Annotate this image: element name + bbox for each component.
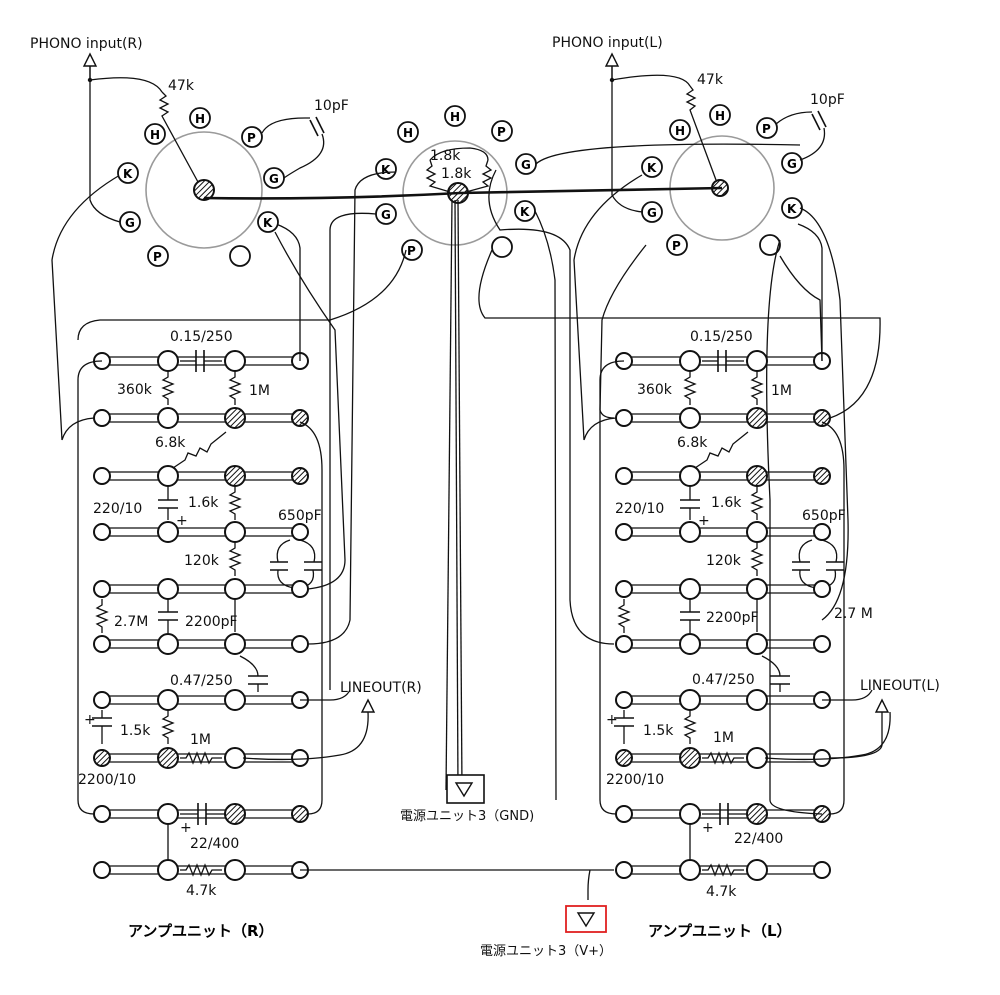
svg-text:G: G [521,158,531,172]
svg-text:K: K [381,163,391,177]
lineout-l-label: LINEOUT(L) [860,678,940,694]
svg-text:360k: 360k [117,382,153,398]
svg-text:650pF: 650pF [278,508,322,524]
svg-text:P: P [762,122,771,136]
labels: PHONO input(R) PHONO input(L) 47k 47k 10… [30,35,940,959]
svg-text:P: P [153,250,162,264]
svg-text:1M: 1M [771,383,792,399]
tube-socket-left [145,131,263,249]
svg-text:650pF: 650pF [802,508,846,524]
svg-text:H: H [715,109,725,123]
svg-text:K: K [520,205,530,219]
r-cathode-b-label: 1.8k [441,166,472,182]
svg-text:2200pF: 2200pF [185,614,238,630]
svg-text:G: G [381,208,391,222]
r-input-label-l: 47k [697,72,724,88]
svg-text:H: H [450,110,460,124]
svg-text:1M: 1M [249,383,270,399]
phono-input-r-terminal [82,52,98,83]
svg-text:K: K [647,161,657,175]
svg-text:6.8k: 6.8k [155,435,186,451]
svg-text:2200pF: 2200pF [706,610,759,626]
svg-text:120k: 120k [706,553,742,569]
heater-bus [203,186,723,200]
svg-text:1.5k: 1.5k [643,723,674,739]
amp-unit-r-title: アンプユニット（R） [128,922,274,940]
c-small-label-r: 10pF [314,98,349,114]
lineout-l-terminal [829,698,890,759]
svg-text:2.7 M: 2.7 M [834,606,873,622]
svg-text:1.6k: 1.6k [711,495,742,511]
svg-text:2200/10: 2200/10 [78,772,136,788]
svg-text:P: P [407,244,416,258]
svg-text:220/10: 220/10 [615,501,664,517]
svg-text:220/10: 220/10 [93,501,142,517]
lineout-r-terminal [360,698,376,713]
svg-text:1M: 1M [190,732,211,748]
svg-text:K: K [263,216,273,230]
svg-text:0.15/250: 0.15/250 [170,329,233,345]
phono-input-l-label: PHONO input(L) [552,35,663,51]
svg-text:H: H [403,126,413,140]
gnd-wire [457,199,463,791]
phono-input-l-terminal [604,52,620,83]
amp-unit-l-title: アンプユニット（L） [648,922,792,940]
svg-text:22/400: 22/400 [734,831,783,847]
svg-text:2.7M: 2.7M [114,614,148,630]
svg-text:G: G [269,172,279,186]
pins-left-socket: H H P G K G K P [117,107,285,267]
svg-text:G: G [647,206,657,220]
svg-text:360k: 360k [637,382,673,398]
interconnect-wiring [77,143,881,900]
pins-center-socket: H H P K G G K P [375,105,537,261]
lineout-r-label: LINEOUT(R) [340,680,422,696]
svg-text:2200/10: 2200/10 [606,772,664,788]
svg-text:P: P [247,131,256,145]
svg-text:P: P [672,239,681,253]
svg-text:4.7k: 4.7k [706,884,737,900]
svg-text:1M: 1M [713,730,734,746]
svg-text:6.8k: 6.8k [677,435,708,451]
vplus-label: 電源ユニット3（V+） [480,944,612,959]
gnd-label: 電源ユニット3（GND) [400,809,534,824]
svg-text:0.47/250: 0.47/250 [170,673,233,689]
svg-text:H: H [675,124,685,138]
gnd-terminal [446,774,485,804]
pins-right-socket: H H P K G G K P [641,104,803,256]
svg-text:22/400: 22/400 [190,836,239,852]
c-small-label-l: 10pF [810,92,845,108]
vplus-terminal [565,905,607,933]
svg-text:K: K [123,167,133,181]
phono-input-r-label: PHONO input(R) [30,36,143,52]
svg-text:G: G [125,216,135,230]
svg-text:120k: 120k [184,553,220,569]
svg-text:H: H [150,128,160,142]
svg-text:P: P [497,125,506,139]
svg-text:H: H [195,112,205,126]
svg-text:0.15/250: 0.15/250 [690,329,753,345]
svg-text:1.5k: 1.5k [120,723,151,739]
svg-text:G: G [787,157,797,171]
svg-text:4.7k: 4.7k [186,883,217,899]
svg-text:1.6k: 1.6k [188,495,219,511]
svg-text:K: K [787,202,797,216]
r-cathode-a-label: 1.8k [430,148,461,164]
r-input-label-r: 47k [168,78,195,94]
svg-text:0.47/250: 0.47/250 [692,672,755,688]
